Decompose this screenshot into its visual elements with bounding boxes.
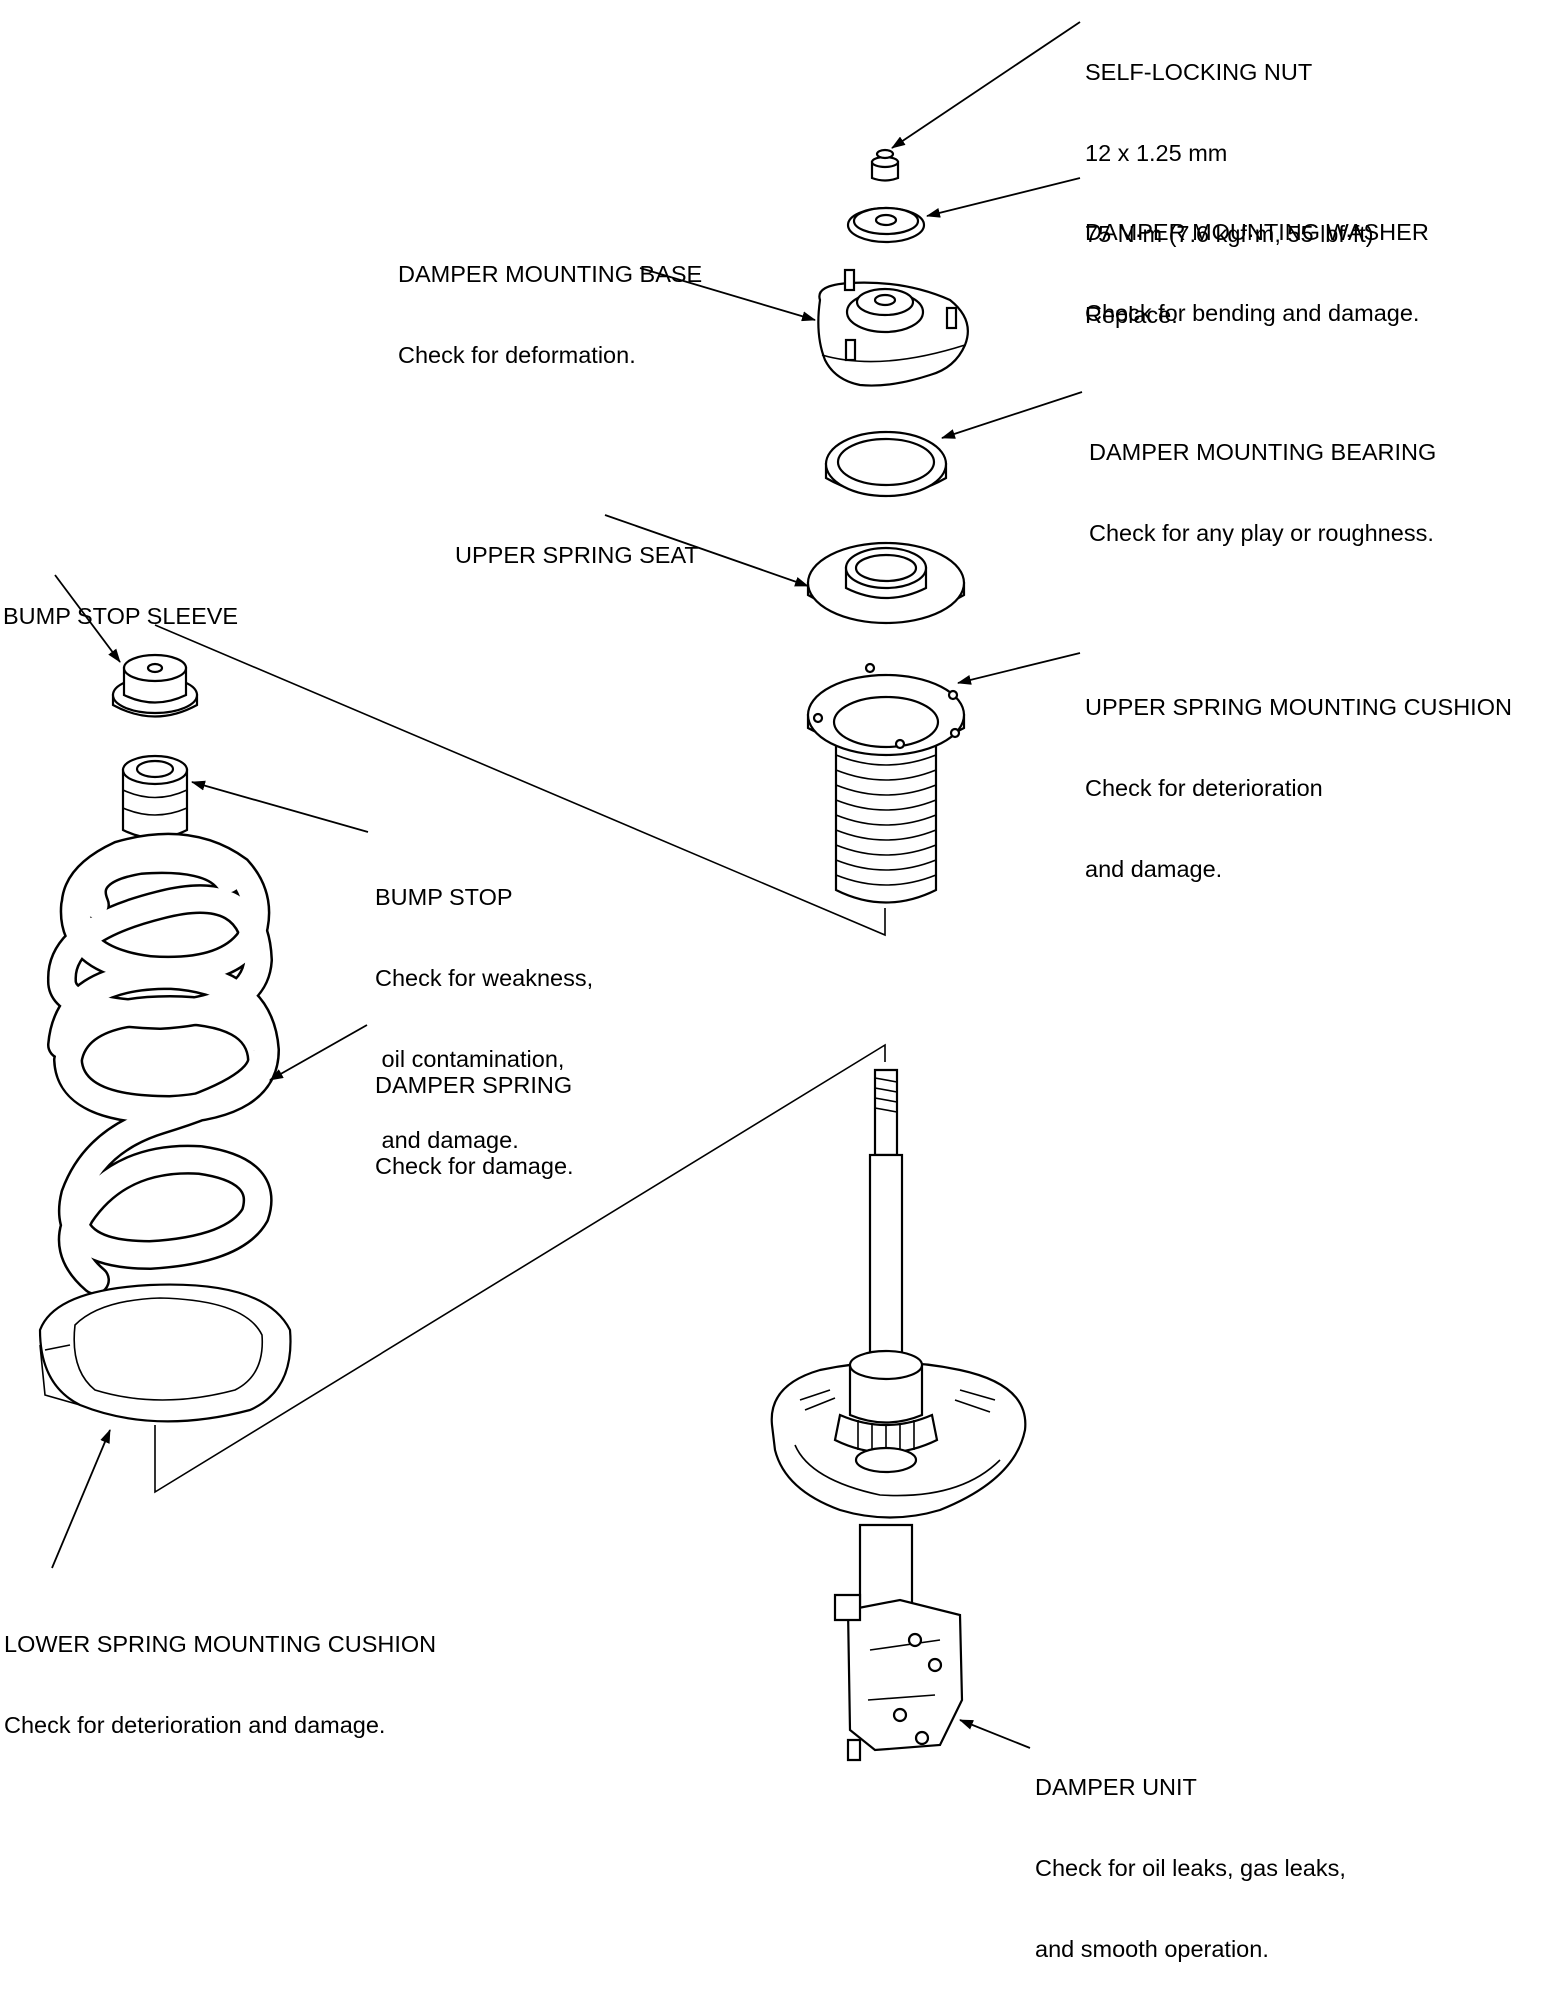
self-locking-nut-size: 12 x 1.25 mm	[1085, 140, 1228, 166]
bump-stop-part	[121, 754, 189, 840]
damper-unit-part	[770, 1068, 1027, 1762]
leader-upper-spring-seat	[604, 514, 809, 587]
exploded-strut-diagram	[38, 21, 1083, 1762]
leader-bump-stop-sleeve	[54, 574, 121, 663]
bump-stop-label: BUMP STOP Check for weakness, oil contam…	[375, 830, 593, 1181]
damper-unit-title: DAMPER UNIT	[1035, 1774, 1197, 1800]
damper-mounting-bearing-part	[824, 430, 948, 498]
damper-mounting-base-note: Check for deformation.	[398, 342, 636, 368]
lower-spring-mounting-cushion-part	[38, 1283, 292, 1423]
leader-damper-unit	[959, 1719, 1031, 1749]
lower-spring-mounting-cushion-label: LOWER SPRING MOUNTING CUSHION Check for …	[4, 1577, 436, 1766]
leader-arrows	[51, 21, 1083, 1749]
damper-mounting-washer-title: DAMPER MOUNTING WASHER	[1085, 219, 1429, 245]
upper-spring-seat-part	[806, 541, 966, 625]
bump-stop-sleeve-label: BUMP STOP SLEEVE	[3, 549, 238, 657]
bump-stop-note-3: and damage.	[375, 1127, 519, 1153]
damper-spring-title: DAMPER SPRING	[375, 1072, 573, 1098]
assembly-guide-lines	[154, 624, 886, 1494]
upper-spring-mounting-cushion-title: UPPER SPRING MOUNTING CUSHION	[1085, 694, 1512, 720]
bump-stop-note-1: Check for weakness,	[375, 965, 594, 991]
bump-stop-sleeve-part	[111, 653, 199, 718]
damper-mounting-washer-part	[846, 206, 926, 244]
bump-stop-note-2: oil contamination,	[375, 1046, 565, 1072]
leader-damper-mounting-base	[639, 267, 816, 322]
damper-mounting-base-label: DAMPER MOUNTING BASE Check for deformati…	[398, 207, 702, 396]
self-locking-nut-title: SELF-LOCKING NUT	[1085, 59, 1313, 85]
self-locking-nut-label: SELF-LOCKING NUT 12 x 1.25 mm 75 N·m (7.…	[1085, 5, 1374, 356]
damper-mounting-bearing-note: Check for any play or roughness.	[1089, 520, 1434, 546]
leader-damper-mounting-washer	[926, 177, 1081, 218]
damper-mounting-bearing-title: DAMPER MOUNTING BEARING	[1089, 439, 1437, 465]
damper-spring-label: DAMPER SPRING Check for damage.	[375, 1018, 574, 1207]
self-locking-nut-note: Replace.	[1085, 302, 1178, 328]
leader-self-locking-nut	[891, 21, 1081, 149]
damper-mounting-washer-label: DAMPER MOUNTING WASHER Check for bending…	[1085, 165, 1429, 354]
damper-mounting-base-title: DAMPER MOUNTING BASE	[398, 261, 703, 287]
leader-damper-spring	[269, 1024, 368, 1081]
damper-unit-note-1: Check for oil leaks, gas leaks,	[1035, 1855, 1346, 1881]
self-locking-nut-torque: 75 N·m (7.6 kgf·m, 55 lbf·ft)	[1085, 221, 1374, 247]
leader-damper-mounting-bearing	[941, 391, 1083, 439]
lower-spring-mounting-cushion-note: Check for deterioration and damage.	[4, 1712, 386, 1738]
bump-stop-title: BUMP STOP	[375, 884, 513, 910]
lower-spring-mounting-cushion-title: LOWER SPRING MOUNTING CUSHION	[4, 1631, 437, 1657]
upper-spring-mounting-cushion-part	[806, 662, 966, 904]
bump-stop-sleeve-title: BUMP STOP SLEEVE	[3, 603, 239, 629]
damper-unit-note-2: and smooth operation.	[1035, 1936, 1269, 1962]
leader-bump-stop	[191, 780, 369, 833]
damper-mounting-base-part	[817, 268, 969, 387]
upper-spring-mounting-cushion-note-1: Check for deterioration	[1085, 775, 1323, 801]
self-locking-nut-part	[870, 148, 900, 182]
leader-lower-spring-mounting-cushion	[51, 1429, 111, 1569]
upper-spring-mounting-cushion-note-2: and damage.	[1085, 856, 1223, 882]
leader-upper-spring-mounting-cushion	[957, 652, 1081, 685]
damper-mounting-bearing-label: DAMPER MOUNTING BEARING Check for any pl…	[1089, 385, 1436, 574]
upper-spring-seat-title: UPPER SPRING SEAT	[455, 542, 699, 568]
damper-unit-label: DAMPER UNIT Check for oil leaks, gas lea…	[1035, 1720, 1346, 1990]
damper-spring-part	[47, 832, 281, 1295]
upper-spring-mounting-cushion-label: UPPER SPRING MOUNTING CUSHION Check for …	[1085, 640, 1512, 910]
damper-mounting-washer-note: Check for bending and damage.	[1085, 300, 1420, 326]
damper-spring-note: Check for damage.	[375, 1153, 574, 1179]
upper-spring-seat-label: UPPER SPRING SEAT	[455, 488, 699, 596]
